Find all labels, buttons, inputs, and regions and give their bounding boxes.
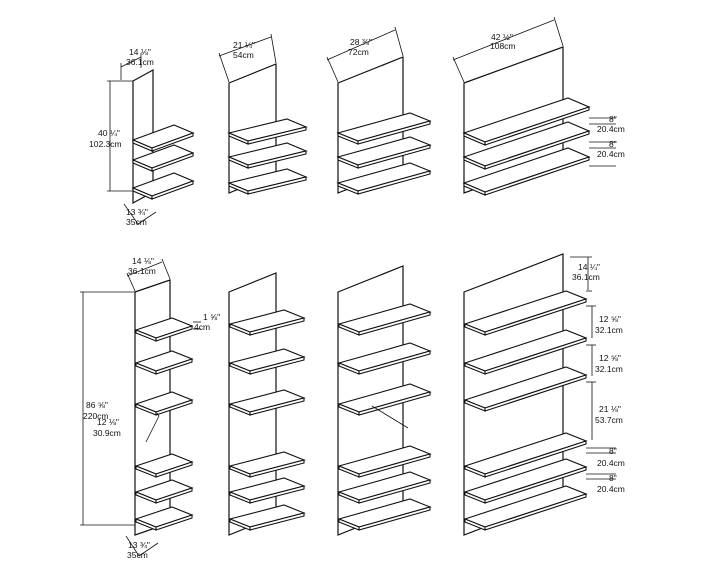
- dim-metric: 36.1cm: [126, 57, 154, 67]
- shelf: [227, 168, 308, 195]
- dim-metric: 102.3cm: [89, 139, 122, 149]
- dim-top-height: 40 ¼" 102.3cm: [89, 80, 133, 192]
- shelf: [227, 118, 308, 145]
- dim-metric: 35cm: [126, 217, 147, 227]
- shelf: [463, 366, 588, 412]
- unit-bottom-2: [228, 272, 306, 536]
- shelf: [134, 350, 194, 375]
- dim-metric: 35cm: [127, 550, 148, 560]
- dim-imperial: 12 ⅛": [97, 417, 119, 427]
- unit-top-4: [462, 46, 591, 196]
- shelf: [337, 342, 432, 375]
- dim-metric: 36.1cm: [572, 272, 600, 282]
- shelf: [228, 348, 306, 375]
- unit-bottom-3: [337, 265, 432, 536]
- shelf: [463, 485, 588, 531]
- dim-imperial: 21 ⅛": [599, 404, 621, 414]
- dim-imperial: 12 ⅝": [599, 353, 621, 363]
- shelf: [228, 504, 306, 531]
- shelf: [463, 329, 588, 375]
- unit-top-3: [336, 56, 432, 195]
- shelf: [462, 97, 591, 146]
- shelf: [131, 172, 195, 200]
- dim-metric: 32.1cm: [595, 364, 623, 374]
- shelf: [131, 144, 195, 172]
- dim-top-gaps: 8" 20.4cm 8" 20.4cm: [589, 114, 625, 167]
- dim-metric: 36.1cm: [128, 266, 156, 276]
- shelf: [134, 317, 194, 342]
- shelf: [228, 451, 306, 478]
- shelf: [463, 290, 588, 336]
- dim-top-width-1: 14 ⅛" 36.1cm: [120, 47, 154, 80]
- dim-imperial: 8": [609, 139, 617, 149]
- dim-imperial: 14 ⅛": [129, 47, 151, 57]
- dim-imperial: 13 ¾": [126, 207, 148, 217]
- dim-metric: 32.1cm: [595, 325, 623, 335]
- shelf: [463, 432, 588, 478]
- dim-metric: 72cm: [348, 47, 369, 57]
- leader-line: [371, 405, 409, 429]
- unit-bottom-4: [463, 253, 588, 536]
- shelf: [337, 303, 432, 336]
- shelf: [131, 124, 195, 152]
- shelf: [228, 477, 306, 504]
- dim-metric: 220cm: [83, 411, 109, 421]
- shelf: [228, 309, 306, 336]
- dim-metric: 20.4cm: [597, 458, 625, 468]
- unit-top-1: [131, 68, 195, 205]
- unit-bottom-1: [134, 279, 194, 536]
- dim-imperial: 14 ¼": [578, 262, 600, 272]
- dim-shelf-depth: 12 ⅛" 30.9cm: [93, 412, 160, 443]
- shelf: [462, 147, 591, 196]
- dim-top-width-3: 28 ⅜" 72cm: [326, 26, 404, 83]
- shelf: [462, 121, 591, 170]
- shelf: [134, 453, 194, 478]
- dim-bottom-width-1: 14 ⅛" 36.1cm: [126, 256, 171, 292]
- shelf: [134, 479, 194, 504]
- dim-metric: 108cm: [490, 41, 516, 51]
- shelf: [228, 389, 306, 416]
- dim-imperial: 12 ⅝": [599, 314, 621, 324]
- dim-bottom-depth: 13 ¾" 35cm: [125, 535, 159, 560]
- dim-imperial: 28 ⅜": [350, 37, 372, 47]
- dim-metric: 4cm: [194, 322, 210, 332]
- dim-shelf-thickness: 1 ⅝" 4cm: [193, 312, 220, 332]
- dim-imperial: 8": [609, 473, 617, 483]
- dim-imperial: 40 ¼": [98, 128, 120, 138]
- dim-top-width-2: 21 ¼" 54cm: [218, 33, 277, 83]
- dim-imperial: 1 ⅝": [203, 312, 220, 322]
- dim-metric: 53.7cm: [595, 415, 623, 425]
- shelf: [337, 471, 432, 504]
- dim-metric: 20.4cm: [597, 149, 625, 159]
- shelf: [134, 506, 194, 531]
- unit-top-2: [227, 63, 308, 195]
- dim-metric: 20.4cm: [597, 124, 625, 134]
- dim-imperial: 13 ¾": [128, 540, 150, 550]
- dim-imperial: 21 ¼": [233, 40, 255, 50]
- dim-imperial: 42 ½": [491, 32, 513, 42]
- shelf: [337, 445, 432, 478]
- shelf: [336, 136, 432, 169]
- dim-right-column: 14 ¼" 36.1cm 12 ⅝" 32.1cm 12 ⅝" 32.1cm 2…: [570, 256, 625, 494]
- dim-imperial: 86 ⅝": [86, 400, 108, 410]
- shelf: [336, 162, 432, 195]
- shelf: [337, 498, 432, 531]
- dim-metric: 30.9cm: [93, 428, 121, 438]
- dim-top-width-4: 42 ½" 108cm: [452, 16, 564, 83]
- shelf: [463, 458, 588, 504]
- dim-imperial: 8": [609, 114, 617, 124]
- dim-metric: 54cm: [233, 50, 254, 60]
- dim-top-depth: 13 ¾" 35cm: [123, 203, 157, 227]
- dim-imperial: 14 ⅛": [132, 256, 154, 266]
- dim-imperial: 8": [609, 446, 617, 456]
- shelf: [227, 142, 308, 169]
- dim-metric: 20.4cm: [597, 484, 625, 494]
- dim-bottom-height: 86 ⅝" 220cm: [80, 291, 135, 526]
- shelf: [134, 391, 194, 416]
- shelf: [336, 112, 432, 145]
